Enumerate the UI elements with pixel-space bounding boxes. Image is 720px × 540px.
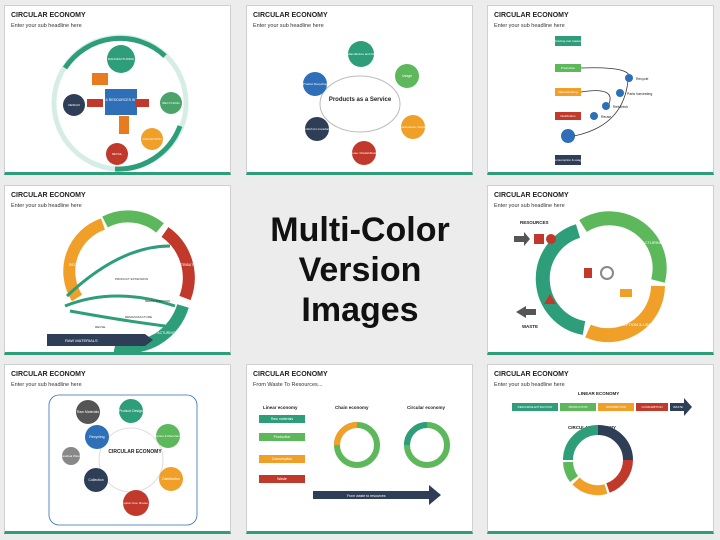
svg-text:RECYCLING: RECYCLING bbox=[69, 263, 90, 267]
svg-text:COLLECTION: COLLECTION bbox=[142, 137, 161, 141]
svg-text:RETAIL: RETAIL bbox=[112, 152, 123, 156]
svg-text:Production & Manufacturing: Production & Manufacturing bbox=[149, 434, 186, 438]
svg-text:RECYCLING: RECYCLING bbox=[558, 277, 581, 282]
svg-text:RECYCLING: RECYCLING bbox=[162, 101, 180, 105]
slide-thumbnail-4[interactable]: CIRCULAR ECONOMY Enter your sub headline… bbox=[4, 185, 231, 355]
flow-diagram: Extracting raw materials Production Manu… bbox=[552, 36, 652, 165]
cycle-diagram: Products as a Service Design, Manufactur… bbox=[300, 41, 428, 165]
svg-text:Consumption & usage: Consumption & usage bbox=[553, 158, 583, 162]
slide-subtitle: Enter your sub headline here bbox=[494, 23, 565, 29]
svg-text:Products as a Service: Products as a Service bbox=[329, 97, 392, 103]
slide-subtitle: Enter your sub headline here bbox=[494, 203, 565, 209]
slide-subtitle: Enter your sub headline here bbox=[253, 23, 324, 29]
svg-text:REUSE: REUSE bbox=[95, 325, 105, 329]
svg-text:Product Recycling: Product Recycling bbox=[303, 82, 328, 86]
linear-vs-circular-diagram: LINEAR ECONOMY RESOURCE EXTRACTION PRODU… bbox=[512, 391, 692, 496]
svg-text:REMANUFACTURE: REMANUFACTURE bbox=[125, 315, 152, 319]
svg-text:Refurbish for manufacture: Refurbish for manufacture bbox=[300, 127, 335, 131]
slide-subtitle: Enter your sub headline here bbox=[11, 203, 82, 209]
slide-title: CIRCULAR ECONOMY bbox=[494, 12, 569, 19]
slide-subtitle: Enter your sub headline here bbox=[11, 23, 82, 29]
slide-thumbnail-5[interactable]: CIRCULAR ECONOMY Enter your sub headline… bbox=[487, 185, 714, 355]
slide-thumbnail-1[interactable]: CIRCULAR ECONOMY Enter your sub headline… bbox=[4, 5, 231, 175]
svg-text:Raw materials: Raw materials bbox=[271, 417, 293, 421]
svg-text:CONSUMPTION: CONSUMPTION bbox=[642, 405, 663, 409]
svg-text:MANUFACTURING: MANUFACTURING bbox=[108, 57, 135, 61]
svg-text:Linear economy: Linear economy bbox=[263, 405, 298, 410]
hero-title: Multi-Color Version Images bbox=[246, 185, 474, 355]
svg-text:Distribution: Distribution bbox=[162, 477, 180, 481]
slide-thumbnail-3[interactable]: CIRCULAR ECONOMY Enter your sub headline… bbox=[487, 5, 714, 175]
svg-text:Consumption: Consumption bbox=[272, 457, 293, 461]
slide-title: CIRCULAR ECONOMY bbox=[253, 12, 328, 19]
svg-text:Product Design: Product Design bbox=[119, 409, 143, 413]
svg-text:Reuse / Redistribution: Reuse / Redistribution bbox=[349, 151, 379, 155]
svg-text:Chain economy: Chain economy bbox=[335, 405, 369, 410]
svg-text:From waste to resources: From waste to resources bbox=[347, 494, 386, 498]
circular-process-diagram: CIRCULAR ECONOMY Raw Materials Product D… bbox=[48, 394, 198, 526]
svg-text:Design, Manufacture and Distri: Design, Manufacture and Distribution bbox=[336, 52, 386, 56]
svg-text:RAW MATERIALS: RAW MATERIALS bbox=[65, 338, 98, 343]
svg-text:Collection: Collection bbox=[88, 478, 103, 482]
svg-text:RESOURCES: RESOURCES bbox=[520, 220, 549, 225]
slide-title: CIRCULAR ECONOMY bbox=[11, 192, 86, 199]
ring-diagram: RESOURCES MANUFACTURING RECYCLING CONSUM… bbox=[514, 211, 667, 343]
svg-text:MANUFACTURING: MANUFACTURING bbox=[145, 331, 176, 335]
svg-text:CONSUMPTION & USE: CONSUMPTION & USE bbox=[608, 322, 651, 327]
hero-line-1: Multi-Color bbox=[270, 211, 450, 249]
slide-subtitle: Enter your sub headline here bbox=[11, 382, 82, 388]
svg-text:USE: USE bbox=[127, 222, 136, 227]
slide-title: CIRCULAR ECONOMY bbox=[494, 192, 569, 199]
svg-text:Waste: Waste bbox=[277, 477, 287, 481]
svg-text:WASTE: WASTE bbox=[522, 324, 538, 329]
svg-text:WASTE: WASTE bbox=[673, 405, 683, 409]
circular-diagram: WASTE & RESOURCES INDUSTRY MANUFACTURING… bbox=[51, 34, 189, 172]
svg-text:Usage: Usage bbox=[402, 74, 412, 78]
economy-comparison-diagram: Linear economy Raw materials Production … bbox=[259, 405, 450, 505]
svg-text:Production: Production bbox=[274, 435, 291, 439]
svg-text:Manufacturing: Manufacturing bbox=[558, 90, 577, 94]
slide-title: CIRCULAR ECONOMY bbox=[11, 371, 86, 378]
slide-subtitle: Enter your sub headline here bbox=[494, 382, 565, 388]
slide-title: CIRCULAR ECONOMY bbox=[11, 12, 86, 19]
svg-text:PRODUCTION: PRODUCTION bbox=[569, 405, 588, 409]
svg-text:Consumption Use, Reuse, Repair: Consumption Use, Reuse, Repair bbox=[114, 501, 159, 505]
svg-text:DISTRIBUTION: DISTRIBUTION bbox=[606, 405, 626, 409]
slide-thumbnail-6[interactable]: CIRCULAR ECONOMY Enter your sub headline… bbox=[4, 364, 231, 534]
svg-text:Recycle: Recycle bbox=[636, 77, 649, 81]
svg-text:Extracting raw materials: Extracting raw materials bbox=[552, 39, 585, 43]
svg-text:DESIGN: DESIGN bbox=[68, 103, 80, 107]
svg-text:Production: Production bbox=[561, 66, 576, 70]
svg-text:DISTRIBUTION: DISTRIBUTION bbox=[175, 263, 200, 267]
slide-thumbnail-7[interactable]: CIRCULAR ECONOMY From Waste To Resources… bbox=[246, 364, 473, 534]
svg-text:PRODUCT EXTENSION: PRODUCT EXTENSION bbox=[115, 277, 148, 281]
svg-text:Maintenance / Repair: Maintenance / Repair bbox=[399, 125, 428, 129]
center-label: WASTE & RESOURCES INDUSTRY bbox=[92, 98, 150, 102]
slide-title: CIRCULAR ECONOMY bbox=[494, 371, 569, 378]
svg-text:RESOURCE EXTRACTION: RESOURCE EXTRACTION bbox=[518, 405, 553, 409]
svg-text:Recycling: Recycling bbox=[89, 435, 104, 439]
svg-text:Reuse: Reuse bbox=[601, 115, 611, 119]
slide-title: CIRCULAR ECONOMY bbox=[253, 371, 328, 378]
svg-text:Parts harvesting: Parts harvesting bbox=[627, 92, 652, 96]
svg-text:Residual Waste: Residual Waste bbox=[61, 454, 82, 458]
hero-line-2: Version Images bbox=[298, 251, 422, 329]
slide-thumbnail-2[interactable]: CIRCULAR ECONOMY Enter your sub headline… bbox=[246, 5, 473, 175]
svg-text:Refurbish: Refurbish bbox=[613, 105, 628, 109]
svg-text:MANUFACTURING: MANUFACTURING bbox=[628, 240, 663, 245]
arc-diagram: RAW MATERIALS USE DISTRIBUTION RECYCLING… bbox=[47, 210, 200, 352]
slide-thumbnail-8[interactable]: CIRCULAR ECONOMY Enter your sub headline… bbox=[487, 364, 714, 534]
slide-subtitle: From Waste To Resources... bbox=[253, 382, 323, 388]
svg-text:Distribution: Distribution bbox=[560, 114, 575, 118]
svg-text:Circular economy: Circular economy bbox=[407, 405, 446, 410]
svg-text:REDISTRIBUTION: REDISTRIBUTION bbox=[145, 299, 170, 303]
svg-text:LINEAR ECONOMY: LINEAR ECONOMY bbox=[578, 391, 619, 396]
svg-text:Raw Materials: Raw Materials bbox=[77, 410, 99, 414]
svg-text:CIRCULAR ECONOMY: CIRCULAR ECONOMY bbox=[108, 449, 162, 455]
